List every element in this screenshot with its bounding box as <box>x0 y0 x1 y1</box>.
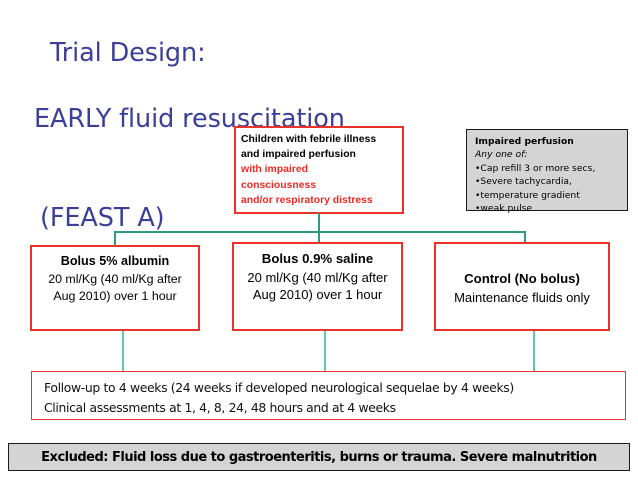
arm-control-body: Maintenance fluids only <box>454 290 590 305</box>
perfusion-bullet-4: •weak pulse <box>475 203 533 215</box>
connector-drop-albumin <box>114 231 116 247</box>
arm-box-albumin: Bolus 5% albumin 20 ml/Kg (40 ml/Kg afte… <box>30 245 200 331</box>
impaired-perfusion-definition-box: Impaired perfusion Any one of: •Cap refi… <box>466 129 628 214</box>
arm-saline-body: 20 ml/Kg (40 ml/Kg after Aug 2010) over … <box>247 270 388 302</box>
connector-saline-to-followup <box>324 331 326 372</box>
followup-box: Follow-up to 4 weeks (24 weeks if develo… <box>31 371 626 420</box>
title-line-1: Trial Design: <box>50 38 206 68</box>
exclusion-criteria-bar: Excluded: Fluid loss due to gastroenteri… <box>8 443 630 471</box>
followup-line-2: Clinical assessments at 1, 4, 8, 24, 48 … <box>44 400 396 415</box>
connector-albumin-to-followup <box>122 331 124 372</box>
eligibility-line-1: Children with febrile illness <box>241 134 377 145</box>
arm-control-title: Control (No bolus) <box>464 271 580 286</box>
perfusion-bullet-2: •Severe tachycardia, <box>475 176 572 188</box>
arm-albumin-title: Bolus 5% albumin <box>60 254 170 268</box>
connector-horizontal-bar <box>114 231 526 233</box>
connector-drop-saline <box>318 231 320 245</box>
title-line-3: (FEAST A) <box>40 203 165 233</box>
perfusion-heading: Impaired perfusion <box>475 136 574 147</box>
perfusion-bullet-1: •Cap refill 3 or more secs, <box>475 162 596 174</box>
connector-drop-control <box>524 231 526 245</box>
connector-control-to-followup <box>533 331 535 372</box>
followup-line-1: Follow-up to 4 weeks (24 weeks if develo… <box>44 380 514 395</box>
eligibility-line-5: and/or respiratory distress <box>241 194 373 206</box>
eligibility-line-3: with impaired <box>241 164 308 176</box>
arm-box-saline: Bolus 0.9% saline 20 ml/Kg (40 ml/Kg aft… <box>232 242 403 331</box>
arm-saline-title: Bolus 0.9% saline <box>261 251 374 266</box>
exclusion-text: Excluded: Fluid loss due to gastroenteri… <box>41 449 597 465</box>
perfusion-subheading: Any one of: <box>475 149 528 161</box>
eligibility-line-4: consciousness <box>241 179 317 191</box>
perfusion-bullet-3: •temperature gradient <box>475 189 580 201</box>
eligibility-criteria-box: Children with febrile illness and impair… <box>234 126 404 214</box>
eligibility-line-2: and impaired perfusion <box>241 149 356 161</box>
arm-albumin-body: 20 ml/Kg (40 ml/Kg after Aug 2010) over … <box>48 272 182 303</box>
arm-box-control: Control (No bolus) Maintenance fluids on… <box>434 242 610 331</box>
